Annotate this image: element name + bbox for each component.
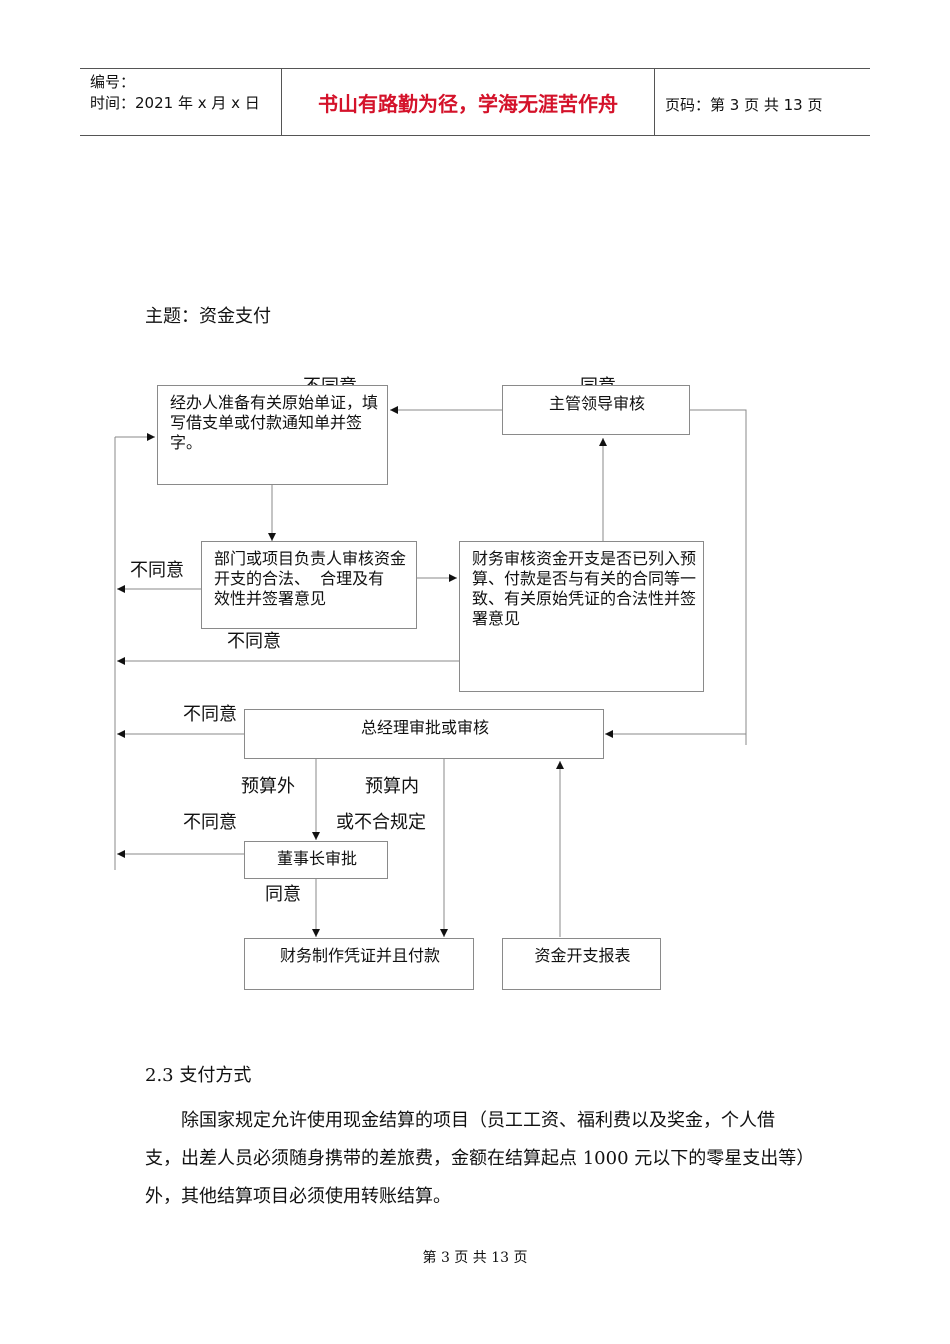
header-number-label: 编号： xyxy=(90,73,136,91)
box-supervisor-text: 主管领导审核 xyxy=(548,394,645,413)
section-paragraph: 除国家规定允许使用现金结算的项目（员工工资、福利费以及奖金，个人借支，出差人员必… xyxy=(145,1110,806,1207)
box-fund-report: 资金开支报表 xyxy=(502,938,661,990)
box-finance-text: 财务审核资金开支是否已列入预算、付款是否与有关的合同等一致、有关原始凭证的合法性… xyxy=(472,549,697,628)
box-voucher-text: 财务制作凭证并且付款 xyxy=(279,946,440,965)
header-top-rule xyxy=(80,68,870,69)
label-out-of-budget: 预算外 xyxy=(241,776,295,797)
label-agree-top: 同意 xyxy=(580,372,616,385)
label-disagree-gm: 不同意 xyxy=(183,704,237,725)
header-time-label: 时间：2021 年 x 月 x 日 xyxy=(90,94,260,112)
box-prepare-documents: 经办人准备有关原始单证，填写借支单或付款通知单并签字。 xyxy=(157,385,388,485)
label-in-budget: 预算内 xyxy=(365,776,419,797)
header-divider-left xyxy=(281,68,282,136)
footer-page-number: 第 3 页 共 13 页 xyxy=(422,1250,528,1266)
box-prepare-text: 经办人准备有关原始单证，填写借支单或付款通知单并签字。 xyxy=(170,393,379,452)
box-chairman: 董事长审批 xyxy=(244,841,388,879)
header-bottom-rule xyxy=(80,135,870,136)
header-divider-right xyxy=(654,68,655,136)
box-supervisor-review: 主管领导审核 xyxy=(502,385,690,435)
box-voucher-payment: 财务制作凭证并且付款 xyxy=(244,938,474,990)
section-heading: 2.3 支付方式 xyxy=(145,1065,252,1086)
box-department-text: 部门或项目负责人审核资金开支的合法、 合理及有 效性并签署意见 xyxy=(214,549,415,608)
subject-title: 主题：资金支付 xyxy=(145,306,271,327)
box-gm-text: 总经理审批或审核 xyxy=(360,718,489,737)
label-disagree-chairman: 不同意 xyxy=(183,812,237,833)
label-agree-chairman: 同意 xyxy=(265,884,301,905)
label-disagree-finance: 不同意 xyxy=(227,631,281,652)
supervisor-right-loop xyxy=(689,409,747,745)
header-meta: 编号： 时间：2021 年 x 月 x 日 xyxy=(90,72,260,114)
label-noncompliant: 或不合规定 xyxy=(336,812,426,833)
label-disagree-top: 不同意 xyxy=(303,372,357,385)
box-department-review: 部门或项目负责人审核资金开支的合法、 合理及有 效性并签署意见 xyxy=(201,541,417,629)
box-general-manager: 总经理审批或审核 xyxy=(244,709,604,759)
header-page-info: 页码：第 3 页 共 13 页 xyxy=(665,96,823,114)
label-disagree-department: 不同意 xyxy=(130,560,184,581)
header-motto: 书山有路勤为径，学海无涯苦作舟 xyxy=(318,92,618,116)
box-chairman-text: 董事长审批 xyxy=(276,849,357,868)
box-report-text: 资金开支报表 xyxy=(534,946,631,965)
box-finance-review: 财务审核资金开支是否已列入预算、付款是否与有关的合同等一致、有关原始凭证的合法性… xyxy=(459,541,704,692)
